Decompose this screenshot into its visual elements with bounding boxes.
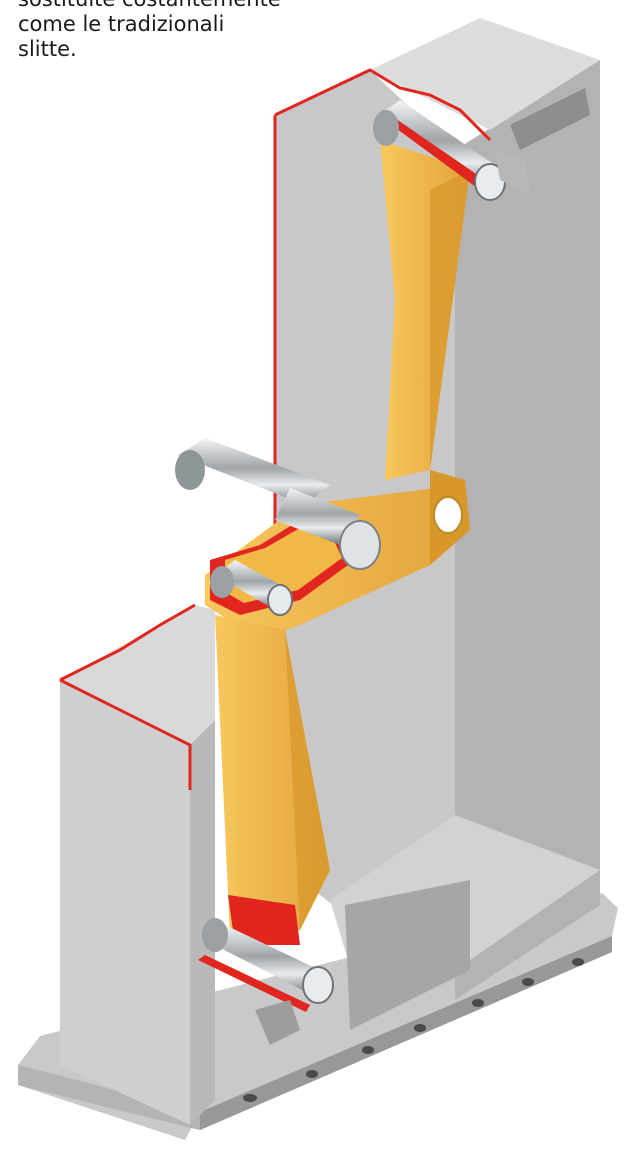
rear-panel-section-cut [274, 68, 492, 142]
lower-arm [215, 615, 330, 945]
bottom-roller [198, 918, 334, 1045]
caption-line-2: come le tradizionali [18, 12, 225, 36]
caption-line-1: sostituite costantemente [18, 0, 318, 12]
drive-shaft [175, 438, 381, 570]
middle-roller [210, 560, 293, 616]
front-panel-section-cut [59, 603, 196, 790]
upper-arm [380, 140, 470, 480]
base-plate-holes [243, 958, 584, 1102]
front-frame-panel [60, 605, 215, 1125]
center-gusset [345, 880, 470, 1030]
caption-line-3: slitte. [18, 37, 77, 61]
top-roller [373, 100, 530, 201]
caption-text: sostituite costantemente come le tradizi… [18, 0, 318, 62]
